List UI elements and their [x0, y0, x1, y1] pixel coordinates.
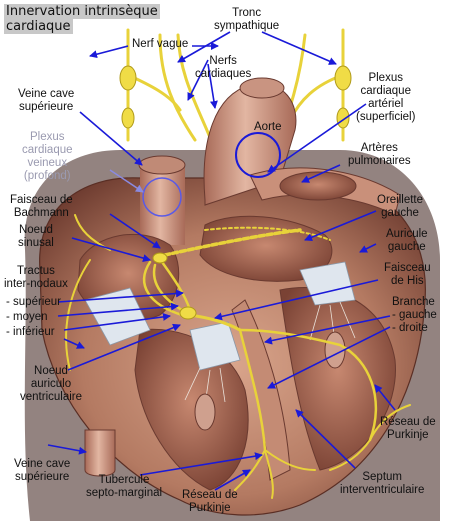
label-reseau-purkinje-right: Réseau de Purkinje	[380, 416, 436, 441]
label-nerfs-cardiaques: Nerfs cardiaques	[195, 55, 252, 80]
label-veine-cave-superieure: Veine cave supérieure	[18, 88, 75, 113]
label-plexus-arteriel: Plexus cardiaque artériel (superficiel)	[356, 72, 416, 123]
label-noeud-auriculo-ventriculaire: Noeud auriculo ventriculaire	[20, 365, 82, 403]
label-tractus-inter-nodaux: Tractus inter-nodaux	[4, 265, 68, 290]
title-line-2: cardiaque	[4, 19, 73, 34]
label-tractus-superieur: - supérieur	[6, 296, 61, 308]
label-septum-interventriculaire: Septum interventriculaire	[340, 471, 425, 496]
label-oreillette-gauche: Oreillette gauche	[377, 194, 424, 219]
label-branche: Branche - gauche - droite	[392, 296, 437, 334]
label-aorte: Aorte	[254, 121, 282, 133]
label-tractus-moyen: - moyen	[6, 311, 48, 323]
label-arteres-pulmonaires: Artères pulmonaires	[348, 142, 411, 167]
label-veine-cave-inferieure: Veine cave supérieure	[14, 458, 71, 483]
conduction-system	[65, 214, 411, 499]
label-faisceau-his: Faisceau de His	[384, 262, 431, 287]
pointer-arrows	[47, 31, 396, 491]
label-tronc-sympathique: Tronc sympathique	[214, 7, 280, 32]
label-tubercule-septo-marginal: Tubercule septo-marginal	[86, 474, 163, 499]
label-tractus-inferieur: - inférieur	[6, 326, 55, 338]
label-plexus-veineux: Plexus cardiaque veineux (profond)	[22, 131, 73, 182]
label-faisceau-bachmann: Faisceau de Bachmann	[10, 194, 73, 219]
label-auricule-gauche: Auricule gauche	[386, 228, 428, 253]
label-noeud-sinusal: Noeud sinusal	[18, 224, 54, 249]
label-reseau-purkinje-bottom: Réseau de Purkinje	[182, 489, 238, 514]
diagram-title: Innervation intrinsèque cardiaque	[4, 4, 160, 34]
nodes	[152, 252, 197, 320]
title-line-1: Innervation intrinsèque	[4, 4, 160, 19]
label-nerf-vague: Nerf vague	[132, 38, 189, 50]
